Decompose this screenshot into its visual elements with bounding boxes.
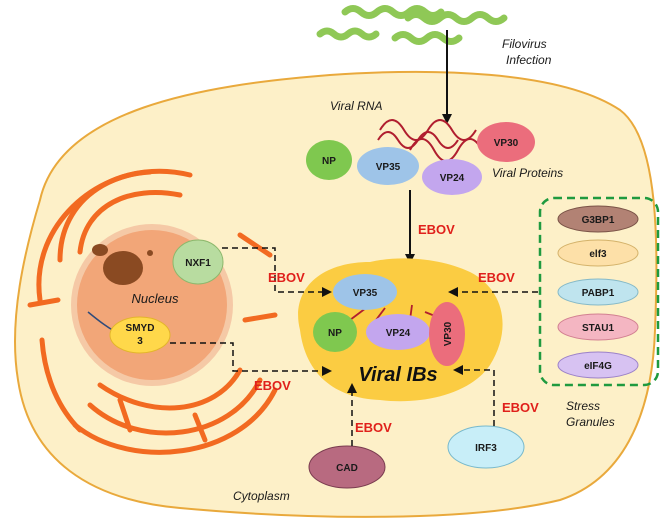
viral-rna-label: Viral RNA	[330, 99, 382, 113]
endoplasmic-reticulum	[27, 168, 278, 455]
vp24-protein-ib	[366, 314, 430, 350]
ebov-label-stress: EBOV	[478, 270, 515, 285]
svg-text:elf3: elf3	[589, 249, 607, 260]
dashed-interaction-arrows	[170, 247, 538, 446]
svg-text:SMYD: SMYD	[126, 323, 155, 334]
svg-text:STAU1: STAU1	[582, 323, 614, 334]
svg-text:IRF3: IRF3	[475, 443, 497, 454]
filovirus-label-line1: Filovirus	[502, 37, 547, 51]
svg-text:3: 3	[137, 336, 143, 347]
nucleolus-3	[147, 250, 153, 256]
svg-text:VP35: VP35	[376, 162, 401, 173]
svg-text:VP35: VP35	[353, 288, 378, 299]
cad-factor	[308, 445, 386, 489]
nxf1-factor	[172, 239, 224, 285]
sg-protein-pabp1	[557, 278, 639, 306]
vp30-protein-top	[477, 122, 535, 162]
svg-text:eIF4G: eIF4G	[584, 361, 612, 372]
sg-protein-g3bp1	[557, 205, 639, 233]
ebov-label-nxf1: EBOV	[268, 270, 305, 285]
sg-protein-elf3	[557, 239, 639, 267]
svg-text:VP30: VP30	[494, 138, 519, 149]
np-protein-top	[306, 140, 352, 180]
ebov-label-irf3: EBOV	[502, 400, 539, 415]
svg-text:G3BP1: G3BP1	[582, 215, 615, 226]
svg-text:VP24: VP24	[386, 328, 411, 339]
irf3-factor	[447, 425, 525, 469]
smyd3-factor	[109, 316, 171, 354]
vp35-protein-ib	[333, 274, 397, 310]
vp35-protein-top	[357, 147, 419, 185]
nucleolus-2	[92, 244, 108, 256]
vp24-protein-top	[422, 159, 482, 195]
filovirus-label-line2: Infection	[506, 53, 552, 67]
ebov-label-smyd3: EBOV	[254, 378, 291, 393]
stress-granules-label-line1: Stress	[566, 399, 600, 413]
np-protein-ib	[313, 312, 357, 352]
svg-text:NP: NP	[328, 328, 342, 339]
svg-text:NP: NP	[322, 156, 336, 167]
ebov-label-cad: EBOV	[355, 420, 392, 435]
svg-text:CAD: CAD	[336, 463, 358, 474]
ebov-label-infection: EBOV	[418, 222, 455, 237]
stress-granules-box	[538, 196, 660, 387]
svg-text:PABP1: PABP1	[582, 288, 615, 299]
sg-protein-eif4g	[557, 351, 639, 379]
stress-granules-label-line2: Granules	[566, 415, 615, 429]
vp30-protein-ib	[429, 302, 465, 366]
svg-text:VP24: VP24	[440, 173, 465, 184]
nucleus-label: Nucleus	[132, 291, 179, 306]
svg-text:VP30: VP30	[443, 321, 454, 346]
viral-proteins-label: Viral Proteins	[492, 166, 563, 180]
cytoplasm-label: Cytoplasm	[233, 489, 290, 503]
nucleolus-1	[103, 251, 143, 285]
svg-text:NXF1: NXF1	[185, 258, 211, 269]
viral-ibs-label: Viral IBs	[358, 364, 437, 386]
filovirus-particles	[316, 5, 508, 45]
sg-protein-stau1	[557, 313, 639, 341]
